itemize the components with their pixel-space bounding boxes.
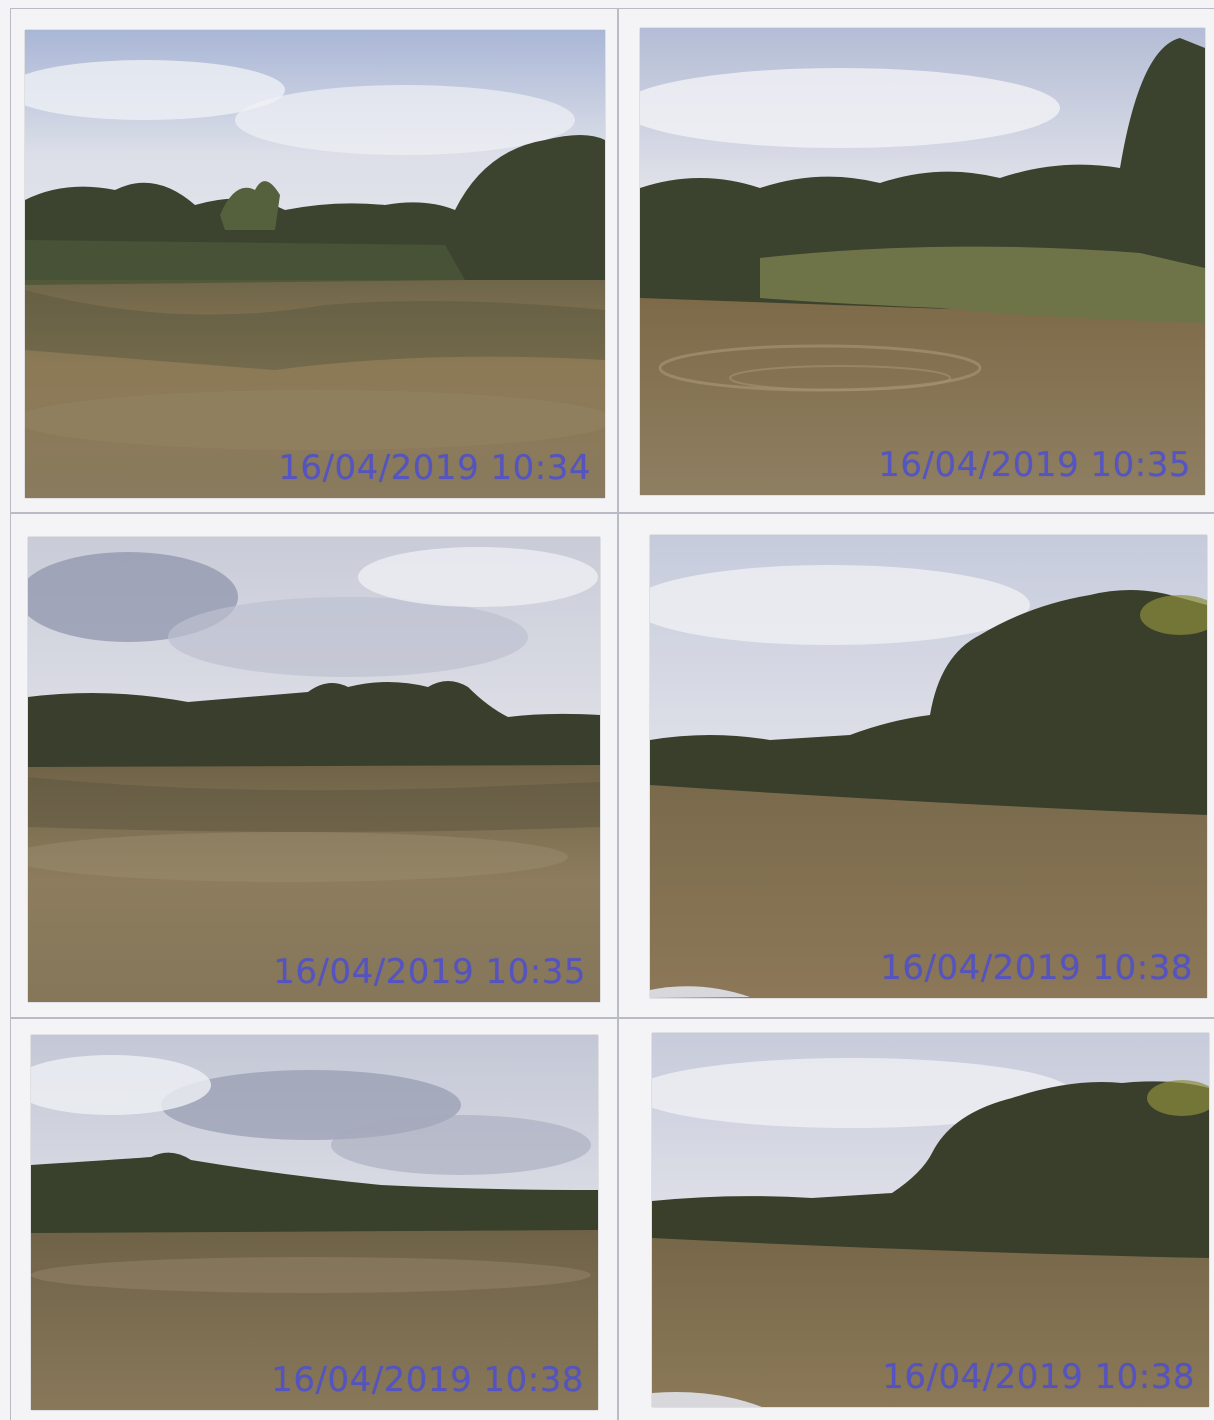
photo-6: 16/04/2019 10:38 — [652, 1033, 1209, 1407]
photo-6-image — [652, 1033, 1209, 1407]
photo-2-timestamp: 16/04/2019 10:35 — [878, 445, 1191, 485]
photo-4: 16/04/2019 10:38 — [650, 535, 1207, 998]
photo-5: 16/04/2019 10:38 — [31, 1035, 598, 1410]
photo-4-image — [650, 535, 1207, 998]
photo-3: 16/04/2019 10:35 — [28, 537, 600, 1002]
photo-2: 16/04/2019 10:35 — [640, 28, 1205, 495]
grid-divider-row1 — [10, 512, 1214, 514]
photo-5-image — [31, 1035, 598, 1410]
photo-2-image — [640, 28, 1205, 495]
photo-3-image — [28, 537, 600, 1002]
photo-6-timestamp: 16/04/2019 10:38 — [882, 1357, 1195, 1397]
grid-divider-vertical — [617, 8, 619, 1420]
photo-1-image — [25, 30, 605, 498]
grid-divider-row2 — [10, 1017, 1214, 1019]
photo-1: 16/04/2019 10:34 — [25, 30, 605, 498]
photo-1-timestamp: 16/04/2019 10:34 — [278, 448, 591, 488]
grid-divider-left — [10, 8, 11, 1420]
grid-divider-top — [10, 8, 1214, 9]
photo-5-timestamp: 16/04/2019 10:38 — [271, 1360, 584, 1400]
photo-4-timestamp: 16/04/2019 10:38 — [880, 948, 1193, 988]
photo-3-timestamp: 16/04/2019 10:35 — [273, 952, 586, 992]
